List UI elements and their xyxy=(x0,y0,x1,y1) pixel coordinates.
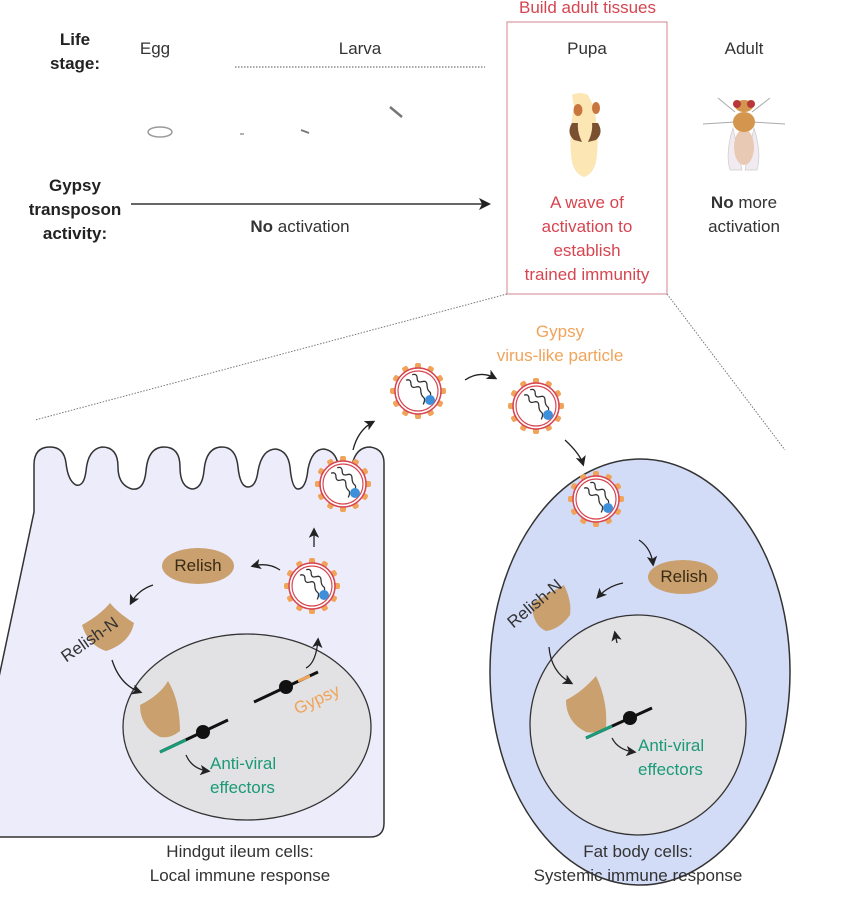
no-activation-label: No activation xyxy=(200,215,400,239)
arrow-effectors-hindgut xyxy=(185,754,211,776)
larva-icon-2 xyxy=(300,129,310,134)
stage-egg: Egg xyxy=(139,39,171,58)
hindgut-nucleus xyxy=(122,633,372,821)
arrow-relish-cleave xyxy=(129,584,154,606)
effector-gene-fatbody xyxy=(585,724,613,740)
pupa-activity-text: A wave of activation to establish traine… xyxy=(507,191,667,287)
life-stage-label-line: Life xyxy=(59,30,91,49)
binding-site-gypsy xyxy=(279,680,293,694)
adult-activity-text: No more activation xyxy=(684,191,804,239)
activity-label: Gypsy transposon activity: xyxy=(20,174,130,246)
effectors-label-fatbody: Anti-viral effectors xyxy=(638,734,738,782)
arrow-vlp-exit xyxy=(352,420,376,451)
caption-line: Fat body cells: xyxy=(583,842,693,861)
vlp-label: Gypsy virus-like particle xyxy=(465,320,655,368)
activity-label-line: activity: xyxy=(42,224,108,243)
arrow-relish-cleave-fatbody xyxy=(596,582,624,599)
relishn-fatbody-nucleus xyxy=(566,676,607,733)
stage-adult: Adult xyxy=(724,39,764,58)
zoom-line-left xyxy=(34,293,508,421)
arrow-relishn-nucleus-fatbody xyxy=(548,646,574,685)
caption-line: Local immune response xyxy=(149,866,331,885)
arrow-vlp-travel xyxy=(464,369,498,381)
vlp-released-1 xyxy=(389,362,447,420)
caption-line: Hindgut ileum cells: xyxy=(166,842,314,861)
hindgut-caption: Hindgut ileum cells: Local immune respon… xyxy=(110,840,370,888)
no-activation-rest: activation xyxy=(273,217,350,236)
zoom-line-right xyxy=(666,293,786,451)
relishn-fatbody-cytoplasm xyxy=(532,585,571,631)
arrow-relishn-nucleus xyxy=(111,659,143,695)
life-stage-label: Life stage: xyxy=(30,28,120,76)
binding-site-hindgut xyxy=(196,725,210,739)
pupa-activity-line: A wave of xyxy=(550,193,624,212)
arrow-to-relish-fatbody xyxy=(638,539,658,567)
arrow-to-relish xyxy=(250,558,281,571)
relish-fatbody xyxy=(648,560,718,594)
pupa-box-title: Build adult tissues xyxy=(518,0,657,17)
arrow-effectors-fatbody xyxy=(611,737,637,757)
arrow-vlp-enter xyxy=(564,439,586,467)
effectors-line: effectors xyxy=(638,760,703,779)
arrow-nucleus-out-fatbody xyxy=(611,630,622,644)
effectors-line: Anti-viral xyxy=(638,736,705,755)
adult-activity-line: No more xyxy=(684,191,804,215)
no-activation-bold: No xyxy=(250,217,274,236)
binding-site-fatbody xyxy=(623,711,637,725)
vlp-label-line: virus-like particle xyxy=(496,346,624,365)
caption-line: Systemic immune response xyxy=(533,866,743,885)
pupa-highlight-box xyxy=(506,21,668,295)
relish-label-hindgut: Relish xyxy=(174,556,222,575)
pupa-activity-line: establish xyxy=(553,241,621,260)
relishn-hindgut-nucleus xyxy=(140,681,180,738)
pupa-activity-line: trained immunity xyxy=(524,265,650,284)
egg-icon xyxy=(147,126,173,138)
activity-label-line: transposon xyxy=(28,200,122,219)
relish-label-fatbody: Relish xyxy=(660,567,708,586)
effectors-line: effectors xyxy=(210,778,275,797)
arrow-gypsy-expression xyxy=(305,637,323,669)
effector-gene-hindgut xyxy=(159,738,187,754)
fatbody-caption: Fat body cells: Systemic immune response xyxy=(498,840,778,888)
gypsy-gene xyxy=(297,674,311,683)
adult-rest: more xyxy=(733,193,778,212)
relishn-hindgut-cytoplasm xyxy=(82,603,134,651)
pupa-activity-line: activation to xyxy=(541,217,633,236)
stage-larva: Larva xyxy=(338,39,382,58)
pupa-icon xyxy=(569,93,601,177)
effectors-label-hindgut: Anti-viral effectors xyxy=(210,752,310,800)
activity-label-line: Gypsy xyxy=(49,176,101,195)
vlp-label-line: Gypsy xyxy=(535,322,585,341)
stage-pupa: Pupa xyxy=(567,39,607,58)
relish-hindgut xyxy=(162,548,234,584)
effectors-line: Anti-viral xyxy=(210,754,277,773)
vlp-released-2 xyxy=(507,377,565,435)
larva-icon-3 xyxy=(389,106,403,118)
life-stage-label-line: stage: xyxy=(49,54,101,73)
fatbody-nucleus xyxy=(529,614,747,836)
adult-fly-icon xyxy=(702,97,786,171)
adult-activity-line: activation xyxy=(708,217,780,236)
adult-bold: No xyxy=(710,193,734,212)
